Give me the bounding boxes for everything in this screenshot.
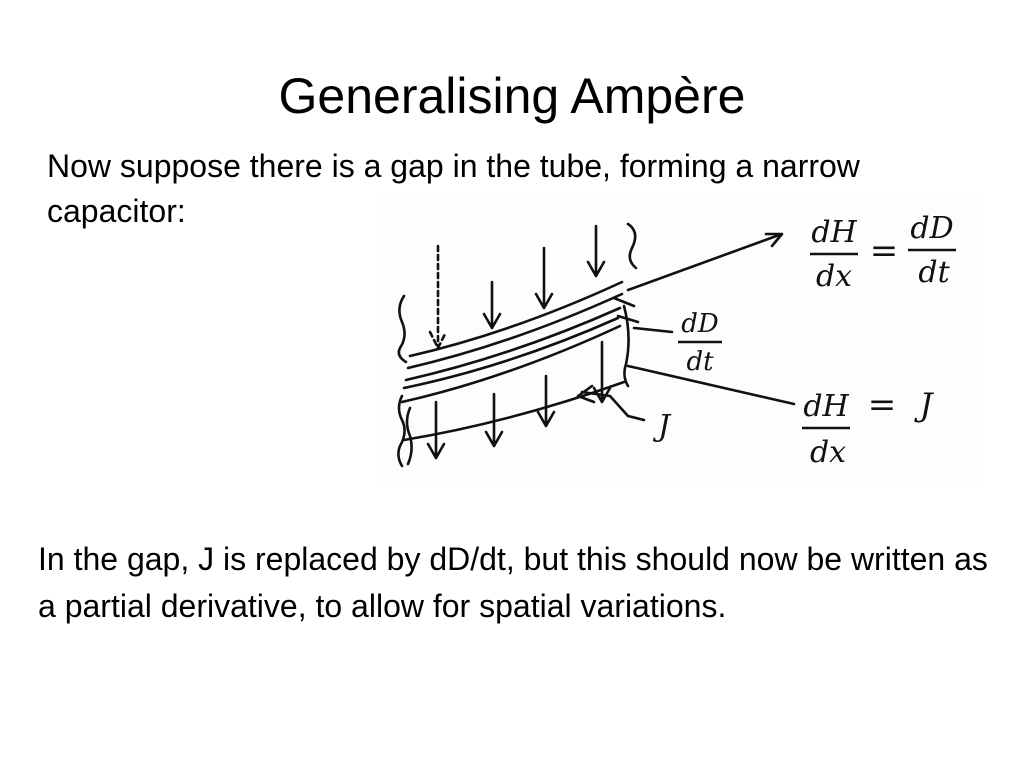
field-arrow-upper-0 [428,244,448,350]
eq-bottom-op: = [868,385,897,425]
right-cut-lower [622,304,630,388]
field-arrow-upper-2 [534,246,554,310]
pointer-to-mid-label [632,326,674,334]
intro-paragraph: Now suppose there is a gap in the tube, … [47,148,860,229]
pointer-arrowhead-J [576,384,596,404]
equation-top: dH dx = dD dt [810,211,956,294]
label-mid-den: dt [686,347,714,377]
left-cut-lower-inner [405,406,413,466]
plate-top-edge-0 [408,280,624,358]
capacitor-sketch-drawing: dH dx = dD dt dD dt dH dx = J J [397,211,956,470]
eq-top-rhs-den: dt [918,255,950,290]
label-mid: dD dt [678,309,722,377]
eq-bottom-rhs: J [914,386,935,424]
plate-bottom-edge-2 [400,324,622,404]
eq-bottom-lhs-num: dH [803,389,849,424]
field-arrow-upper-1 [482,280,502,330]
capacitor-sketch: dH dx = dD dt dD dt dH dx = J J [382,196,982,486]
right-cut-upper [626,222,638,270]
current-arrow-lower-0 [426,400,446,460]
pointer-to-eq-top [626,232,784,292]
eq-top-lhs-den: dx [816,259,852,294]
current-arrow-lower-3 [592,340,612,404]
eq-top-op: = [870,231,899,271]
eq-bottom-lhs-den: dx [810,435,846,470]
eq-top-lhs-num: dH [811,215,857,250]
plate-top-edge-2 [404,306,622,382]
pointer-to-eq-bottom [626,364,796,406]
equation-bottom: dH dx = J [802,385,935,470]
pointer-to-J [580,390,646,422]
explanation-paragraph: In the gap, J is replaced by dD/dt, but … [38,541,988,624]
left-cut-lower [397,394,406,468]
plate-bottom-edge-1 [402,316,620,390]
current-arrow-lower-1 [484,392,504,448]
current-arrow-lower-2 [536,374,556,428]
eq-top-rhs-num: dD [910,211,953,246]
label-mid-num: dD [681,309,719,339]
slide-title: Generalising Ampère [278,68,746,124]
plate-top-edge-1 [406,292,624,370]
gap-tick-1 [616,314,640,324]
gap-tick-0 [612,296,636,308]
field-arrow-upper-3 [586,224,606,278]
left-cut-upper [397,294,408,364]
label-J: J [652,409,672,444]
